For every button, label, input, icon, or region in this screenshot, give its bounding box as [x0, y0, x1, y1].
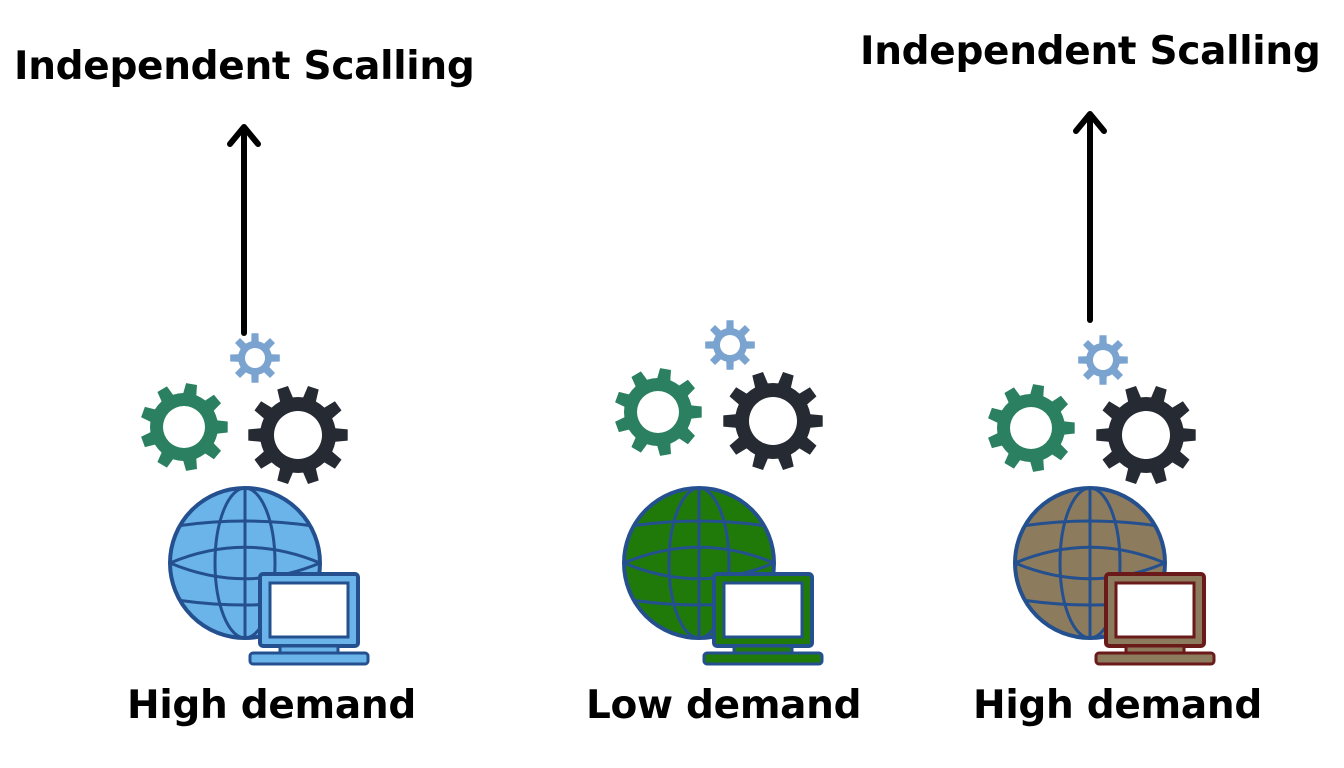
demand-label-3: High demand [973, 683, 1262, 728]
service-group-1 [141, 333, 370, 666]
laptop-icon [248, 572, 370, 666]
independent-scaling-label-right: Independent Scalling [860, 29, 1321, 74]
service-group-3 [988, 335, 1216, 666]
gear-icon [248, 386, 348, 484]
demand-label-2: Low demand [586, 683, 862, 728]
arrow-up-icon [227, 124, 261, 336]
gear-icon [230, 333, 280, 383]
gear-icon [1096, 386, 1196, 484]
gear-icon [988, 384, 1075, 472]
service-group-2 [615, 320, 824, 666]
gear-icon [1078, 335, 1128, 385]
gear-icon [141, 383, 228, 471]
gear-icon [615, 368, 702, 456]
laptop-icon [702, 572, 824, 666]
independent-scaling-label-left: Independent Scalling [14, 44, 475, 89]
gear-icon [723, 372, 823, 470]
demand-label-1: High demand [127, 683, 416, 728]
gear-icon [705, 320, 755, 370]
arrow-up-icon [1073, 111, 1107, 323]
laptop-icon [1094, 572, 1216, 666]
